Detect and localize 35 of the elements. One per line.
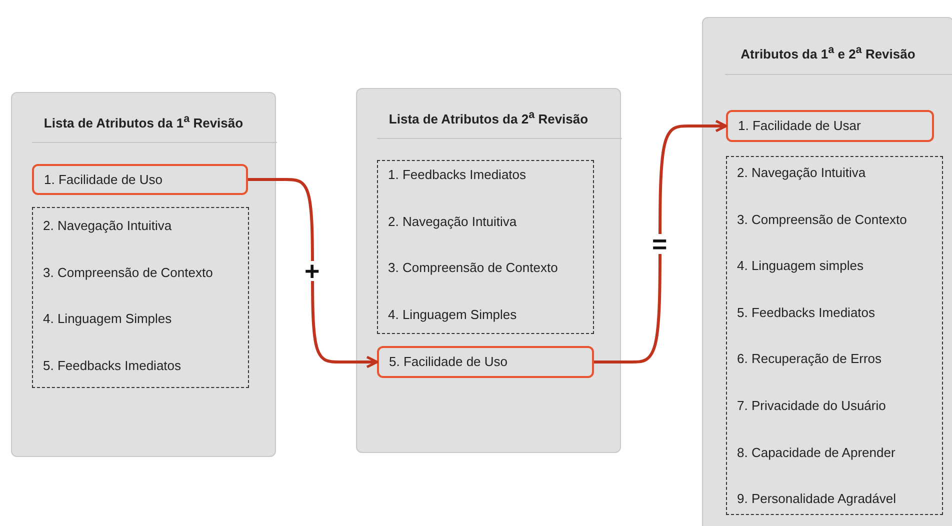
highlighted-item-box — [377, 346, 594, 378]
panel-title: Lista de Atributos da 2$^{a}$ Revisão — [388, 109, 590, 126]
list-item: 8. Capacidade de Aprender — [737, 444, 896, 460]
list-item: 1. Facilidade de Usar — [738, 118, 861, 133]
dotted-group-box — [377, 160, 594, 334]
edge-label: + — [304, 260, 321, 281]
list-item: 3. Compreensão de Contexto — [737, 212, 907, 227]
dotted-group-box — [32, 207, 249, 388]
list-item: 6. Recuperação de Erros — [737, 351, 882, 366]
list-panel — [11, 92, 276, 457]
list-item: 4. Linguagem simples — [737, 258, 864, 274]
list-item: 4. Linguagem Simples — [388, 306, 517, 322]
highlighted-item-box — [726, 110, 934, 142]
list-item: 5. Feedbacks Imediatos — [737, 304, 876, 320]
list-item: 3. Compreensão de Contexto — [388, 260, 558, 275]
list-panel — [702, 17, 952, 526]
list-item: 5. Feedbacks Imediatos — [43, 358, 182, 372]
list-item: 5. Facilidade de Uso — [389, 354, 508, 369]
panel-title: Atributos da 1$^{a}$ e 2$^{a}$ Revisão — [740, 44, 916, 62]
highlighted-item-box — [32, 164, 248, 195]
list-item: 2. Navegação Intuitiva — [737, 165, 866, 180]
dotted-group-box — [726, 156, 943, 515]
list-item: 9. Personalidade Agradável — [737, 491, 896, 506]
panel-title: Lista de Atributos da 1$^{a}$ Revisão — [42, 113, 244, 130]
list-panel — [356, 88, 621, 453]
list-item: 3. Compreensão de Contexto — [43, 264, 213, 280]
curved-arrow — [594, 120, 728, 364]
list-item: 2. Navegação Intuitiva — [388, 214, 517, 228]
list-item: 1. Feedbacks Imediatos — [388, 167, 526, 182]
list-item: 1. Facilidade de Uso — [44, 172, 163, 186]
list-item: 4. Linguagem Simples — [43, 311, 172, 326]
curved-arrow — [248, 178, 378, 368]
edge-label: = — [651, 234, 668, 254]
list-item: 7. Privacidade do Usuário — [737, 398, 886, 413]
list-item: 2. Navegação Intuitiva — [43, 218, 172, 233]
